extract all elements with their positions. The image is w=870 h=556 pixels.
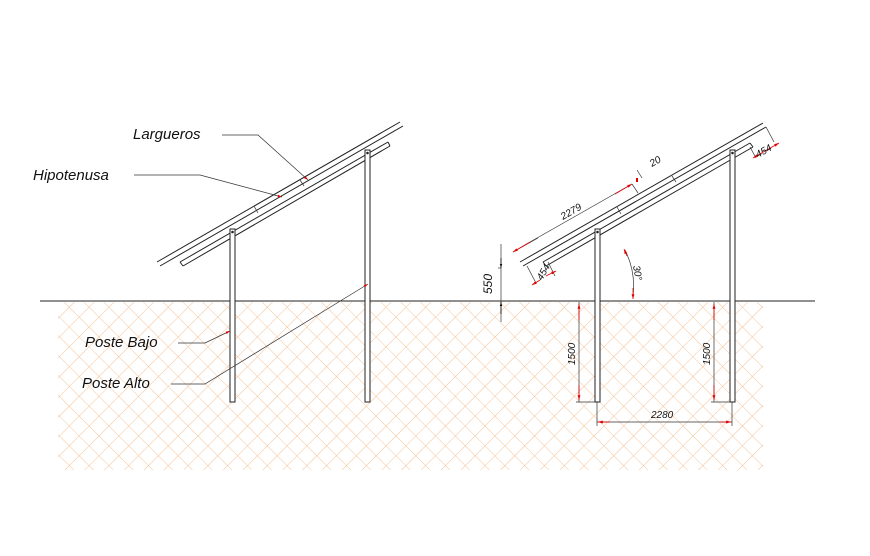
right-structure xyxy=(519,122,767,403)
label-poste-bajo: Poste Bajo xyxy=(85,334,158,351)
dim-beam-offset: 20 xyxy=(647,154,663,170)
dim-beam-length: 2279 xyxy=(558,202,584,223)
dim-above-ground: 550 xyxy=(481,274,495,294)
left-high-post xyxy=(364,149,371,403)
label-hipotenusa: Hipotenusa xyxy=(33,167,109,184)
left-structure xyxy=(156,121,404,403)
ground-hatch xyxy=(58,302,763,470)
dim-overhang-low: 454 xyxy=(535,262,553,282)
dim-angle: 30° xyxy=(630,265,643,282)
left-low-post xyxy=(229,228,236,403)
dim-burial-high: 1500 xyxy=(702,342,713,365)
right-high-post xyxy=(729,149,736,403)
label-poste-alto: Poste Alto xyxy=(82,375,150,392)
label-largueros: Largueros xyxy=(133,126,201,143)
dim-post-spacing: 2280 xyxy=(650,410,674,421)
right-low-post xyxy=(594,228,601,403)
dim-burial-low: 1500 xyxy=(567,342,578,365)
dim-overhang-high: 454 xyxy=(754,143,774,161)
